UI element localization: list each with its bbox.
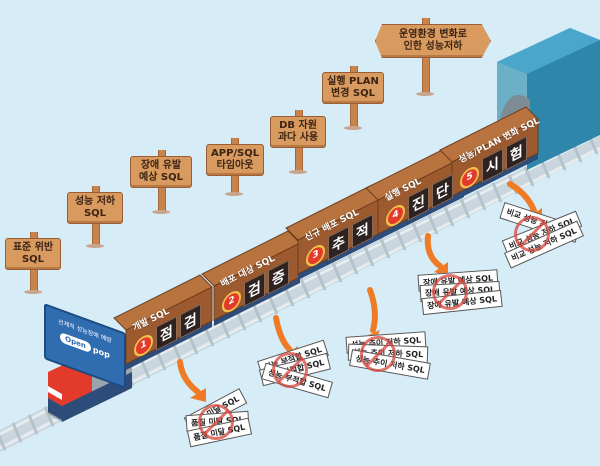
signpost-base: [416, 92, 434, 96]
signpost-base: [289, 170, 307, 174]
signpost-base: [24, 290, 42, 294]
track-sleeper: [363, 246, 375, 267]
track-sleeper: [379, 238, 391, 259]
track-sleeper: [331, 262, 343, 283]
track-sleeper: [155, 350, 167, 371]
signpost-text-line1: 표준 위반: [12, 242, 54, 253]
signpost-base: [86, 244, 104, 248]
track-sleeper: [299, 278, 311, 299]
track-sleeper: [187, 334, 199, 355]
signpost-base: [225, 192, 243, 196]
car-chassis: [298, 231, 384, 280]
track-sleeper: [411, 222, 423, 243]
prohibited-icon: [432, 274, 468, 310]
track-sleeper: [11, 422, 23, 443]
signpost-base: [344, 126, 362, 130]
signpost-text-line1: DB 자원: [279, 120, 317, 131]
track-sleeper: [427, 214, 439, 235]
track-sleeper: [267, 294, 279, 315]
car-chassis: [452, 153, 538, 202]
track-sleeper: [459, 198, 471, 219]
track-sleeper: [219, 318, 231, 339]
signpost-text-line2: 변경 SQL: [331, 88, 375, 99]
track-sleeper: [251, 302, 263, 323]
signpost-text-line1: APP/SQL: [211, 148, 260, 159]
car-chassis: [214, 277, 300, 326]
track-sleeper: [491, 182, 503, 203]
signpost-text-line1: 성능 저하: [74, 196, 116, 207]
signpost-text-line1: 실행 PLAN: [327, 76, 379, 87]
track-sleeper: [395, 230, 407, 251]
signpost-text-line1: 운영환경 변화로: [399, 29, 467, 40]
prohibited-icon: [272, 352, 308, 388]
signpost-base: [152, 210, 170, 214]
track-sleeper: [27, 414, 39, 435]
car-chassis: [126, 321, 212, 370]
track-sleeper: [43, 406, 55, 427]
track-sleeper: [315, 270, 327, 291]
track-sleeper: [139, 358, 151, 379]
track-sleeper: [475, 190, 487, 211]
track-sleeper: [347, 254, 359, 275]
signpost-text-line1: 장애 유발: [140, 160, 182, 171]
car-roof: [113, 274, 213, 331]
car-chassis: [378, 191, 464, 240]
signpost-text-line2: 인한 성능저하: [403, 41, 463, 52]
prohibited-icon: [514, 216, 550, 252]
car-roof: [439, 106, 539, 163]
signpost-text-line2: 예상 SQL: [139, 172, 183, 183]
train-cars: [113, 106, 539, 370]
signpost-text-line2: SQL: [21, 254, 45, 265]
signpost-text-line2: 과다 사용: [277, 132, 319, 143]
prohibited-icon: [360, 336, 396, 372]
track-sleeper: [523, 166, 535, 187]
signpost-text-line2: SQL: [83, 208, 107, 219]
car-roof: [201, 230, 301, 287]
track-sleeper: [0, 434, 7, 451]
signpost-text-line2: 타임아웃: [216, 160, 254, 171]
track-sleeper: [283, 286, 295, 307]
track-sleeper: [443, 206, 455, 227]
track-sleeper: [235, 310, 247, 331]
logo-pop-text: pop: [92, 344, 110, 360]
track-sleeper: [203, 326, 215, 347]
track-sleeper: [171, 342, 183, 363]
prohibited-icon: [198, 404, 234, 440]
